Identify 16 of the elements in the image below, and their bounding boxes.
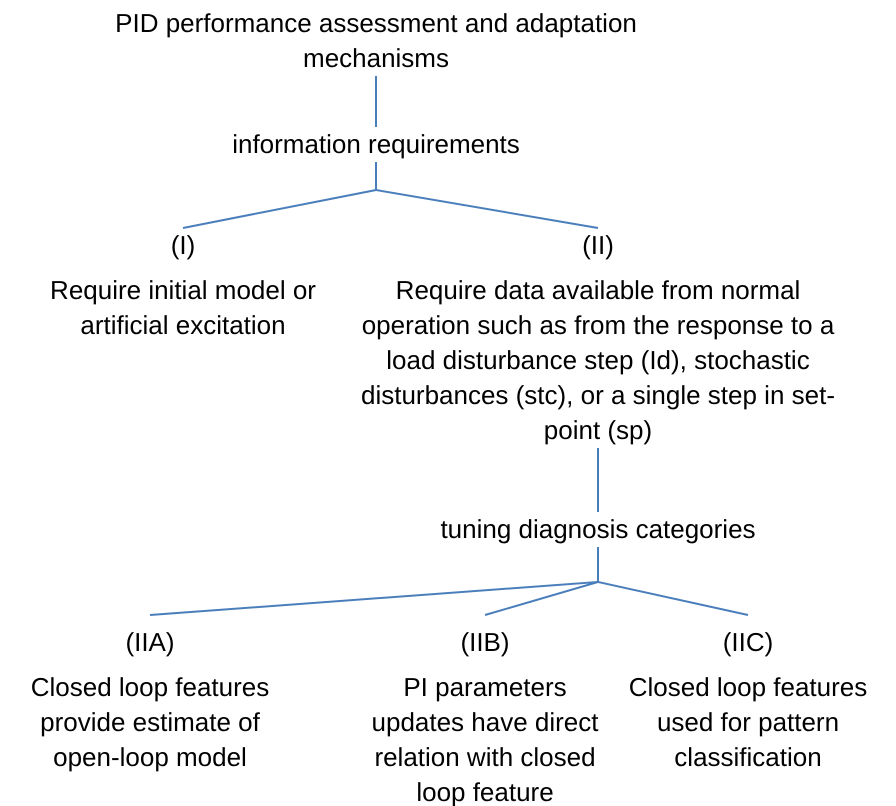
description-text: Closed loop features used for pattern classification — [628, 671, 868, 774]
connector-line — [375, 162, 598, 229]
description-text: Require initial model or artificial excitation — [49, 274, 317, 342]
connector-line — [597, 547, 748, 616]
roman-numeral-label: (IIB) — [459, 626, 511, 659]
category-text: tuning diagnosis categories — [439, 513, 757, 546]
connector-line — [375, 76, 377, 127]
roman-numeral-label: (IIC) — [722, 626, 774, 659]
roman-numeral-label: (II) — [581, 229, 615, 262]
roman-numeral-label: (IIA) — [124, 626, 176, 659]
roman-numeral-label: (I) — [170, 229, 196, 262]
category-text: information requirements — [231, 128, 521, 161]
description-text: Require data available from normal operation such as from the response to a load disturbance step (Id), stochastic disturbances (stc), or a single step in set-point (sp) — [360, 274, 836, 447]
root-text: PID performance assessment and adaptation mechanisms — [114, 7, 638, 75]
description-text: Closed loop features provide estimate of open-loop model — [30, 671, 270, 774]
connector-line — [597, 448, 599, 512]
